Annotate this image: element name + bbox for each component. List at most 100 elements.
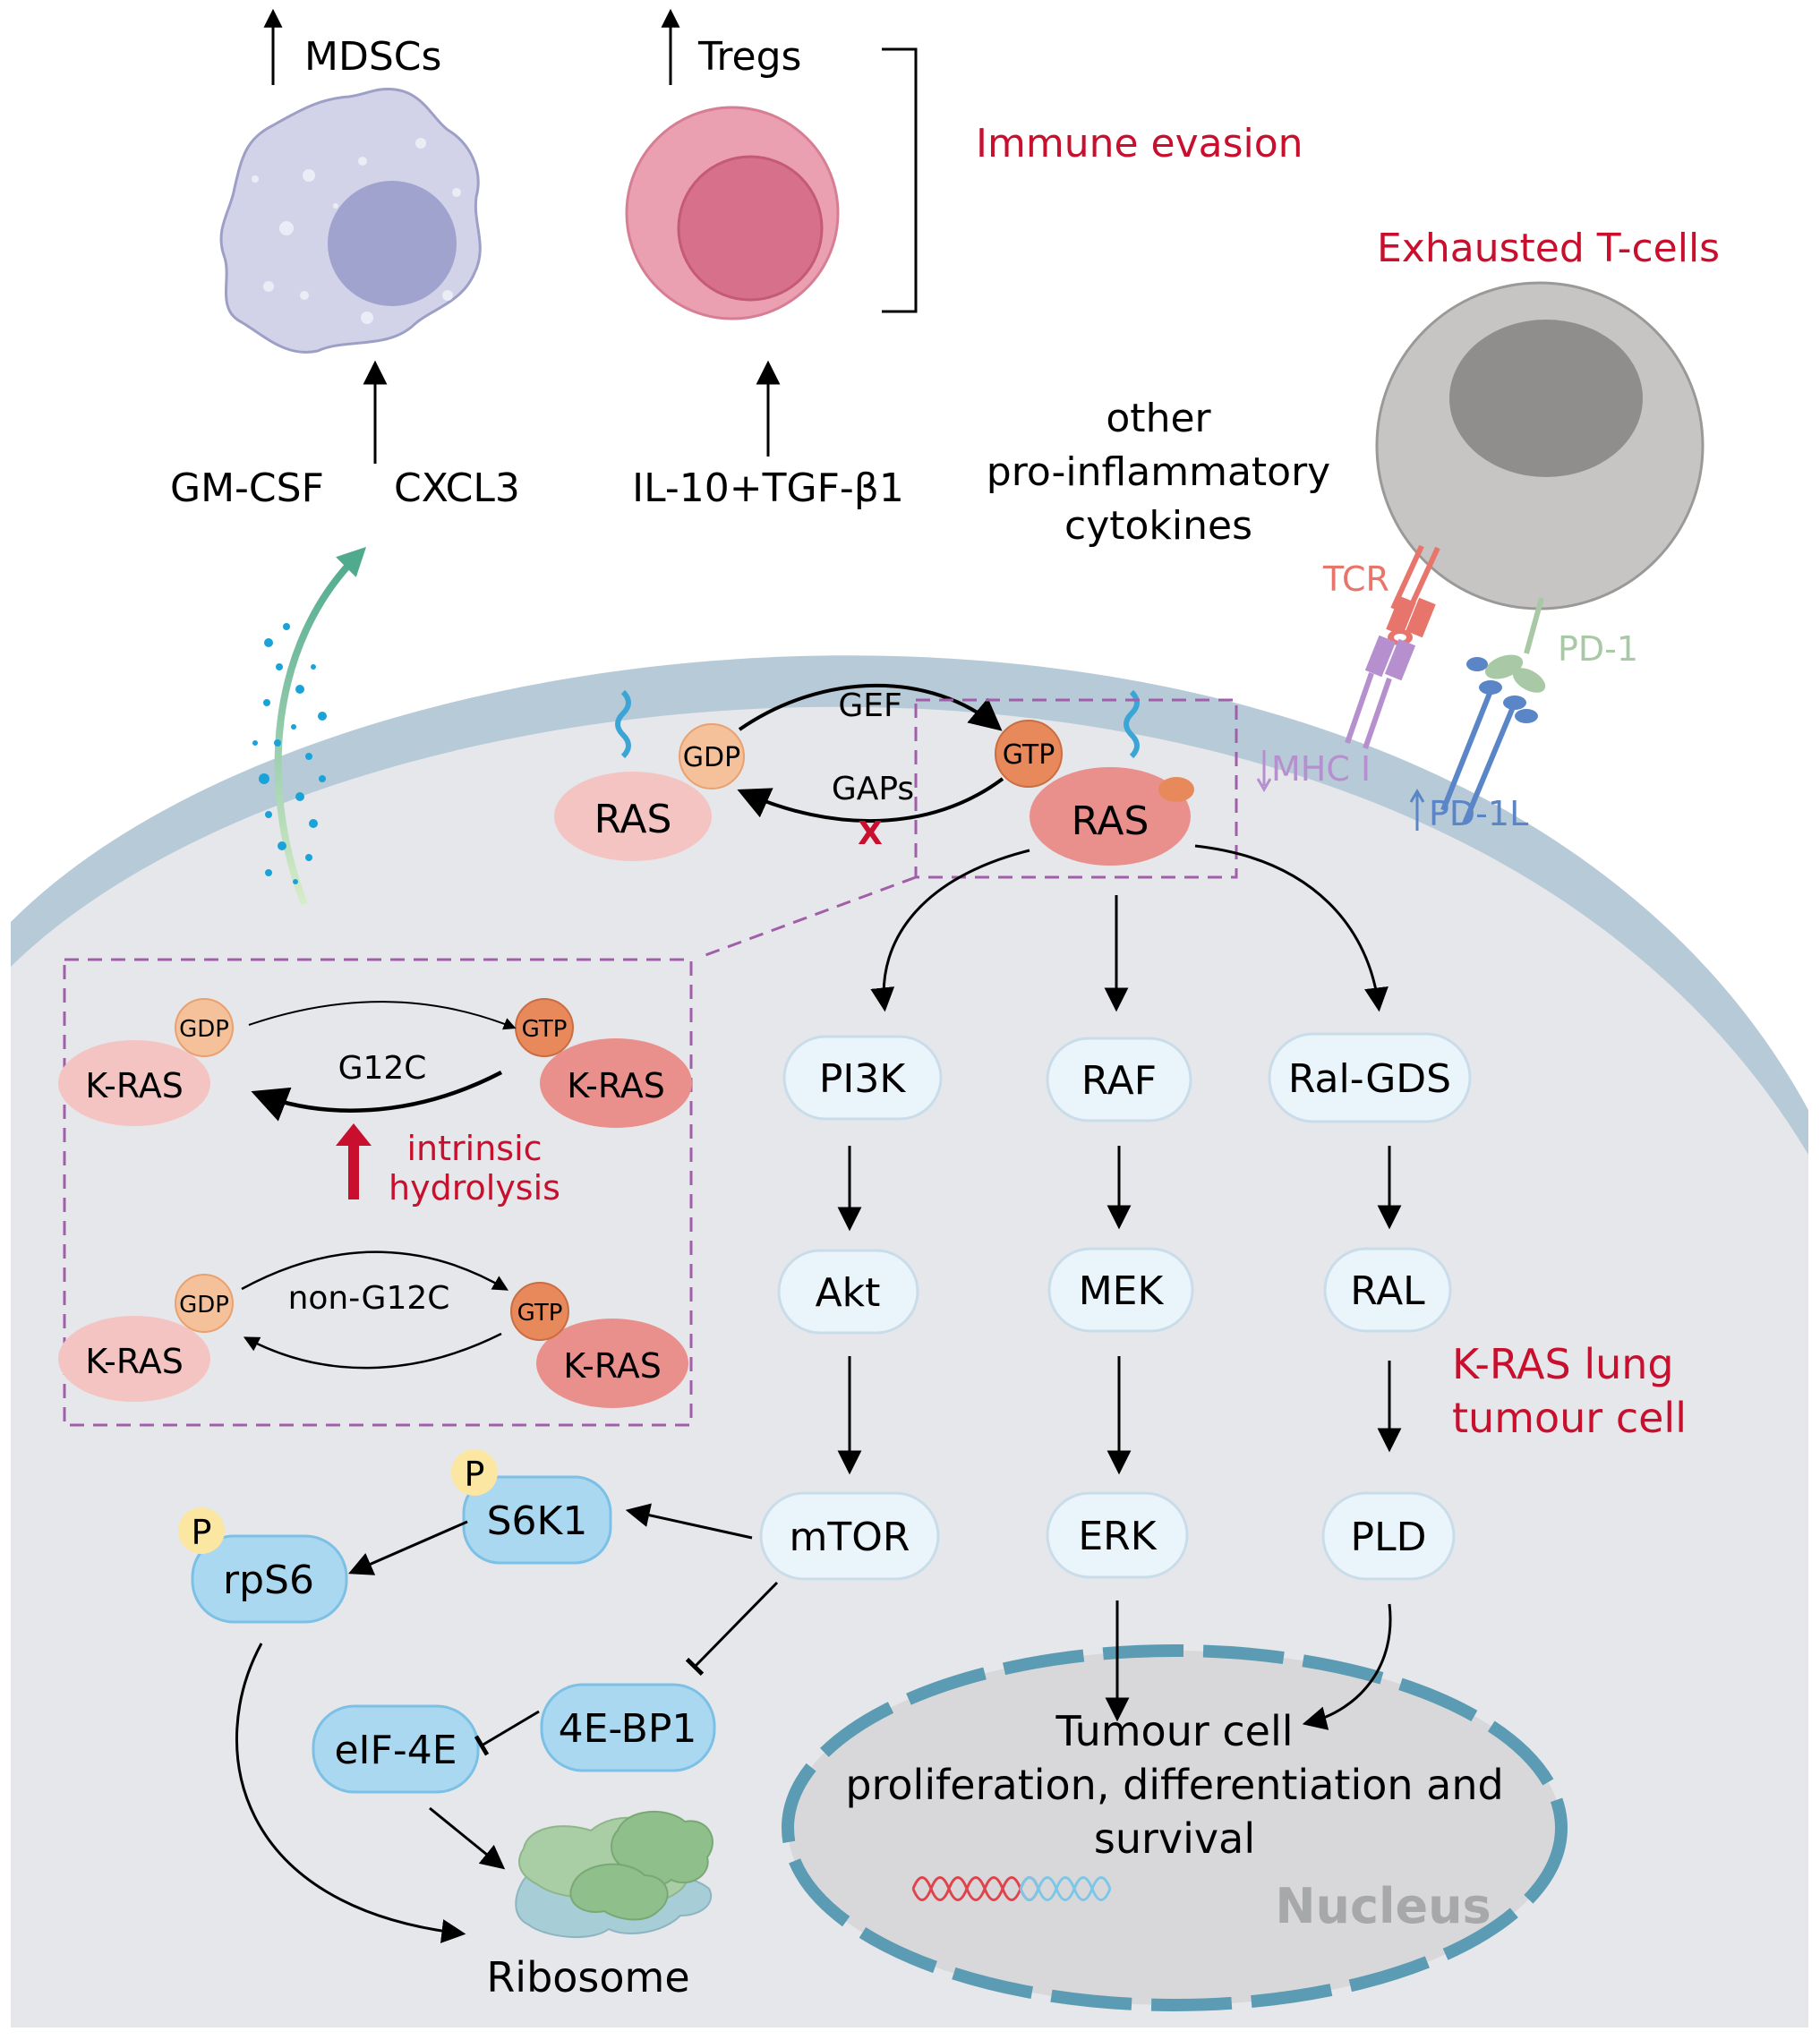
dna-helix — [911, 1876, 1112, 1901]
eif4e-to-ribosome-arrow — [429, 1806, 506, 1870]
gaps-label: GAPs — [832, 771, 914, 807]
mdsc-cell — [219, 88, 482, 354]
treg-cell — [625, 106, 840, 320]
mhc-label: MHC I — [1271, 749, 1371, 789]
svg-text:P: P — [192, 1513, 212, 1552]
mtor-inhibits-4ebp1 — [685, 1581, 779, 1677]
other-cytokines-line3: cytokines — [1064, 503, 1252, 549]
inset-kras-2: K-RAS — [567, 1066, 665, 1105]
tregs-label: Tregs — [697, 34, 801, 80]
svg-text:4E-BP1: 4E-BP1 — [559, 1706, 697, 1752]
outcome-line1: Tumour cell — [1055, 1707, 1293, 1755]
nucleus-label: Nucleus — [1275, 1878, 1491, 1934]
ras-active-label: RAS — [1072, 798, 1149, 844]
outcome-line3: survival — [1094, 1814, 1255, 1863]
svg-text:eIF-4E: eIF-4E — [334, 1728, 457, 1773]
pd1l-up-arrowhead — [1409, 789, 1425, 803]
svg-text:MEK: MEK — [1079, 1268, 1165, 1314]
gaps-arrow — [737, 777, 1004, 824]
kras-inset-box — [63, 958, 693, 1427]
raf-node: RAF — [1046, 1037, 1192, 1122]
outcome-line2: proliferation, differentiation and — [845, 1761, 1503, 1809]
inset-gtp-1: GTP — [522, 1016, 568, 1043]
ral-node: RAL — [1323, 1247, 1452, 1333]
intrinsic-line2: hydrolysis — [389, 1168, 560, 1208]
mhc-down-arrowhead — [1256, 778, 1272, 792]
exhausted-tcells-label: Exhausted T-cells — [1377, 226, 1720, 271]
pld-node: PLD — [1321, 1491, 1456, 1581]
s6k1-node: S6K1 — [462, 1475, 612, 1565]
svg-text:mTOR: mTOR — [790, 1515, 910, 1560]
pld-to-nucleus-arrow — [1302, 1603, 1392, 1730]
inset-non-g12c-label: non-G12C — [288, 1280, 450, 1317]
ribosome-shape — [515, 1810, 713, 1938]
zoom-connector — [697, 875, 917, 960]
nucleus — [782, 1644, 1568, 2011]
ribosome-label: Ribosome — [486, 1953, 689, 2002]
pd1-pdl1-complex — [1440, 597, 1546, 825]
secretion-particles — [252, 623, 327, 884]
mdscs-label: MDSCs — [304, 34, 441, 80]
gef-label: GEF — [838, 687, 901, 724]
inset-g12c-reverse-arrow — [251, 1071, 503, 1122]
ras-inactive — [554, 689, 745, 861]
gdp-label: GDP — [683, 742, 740, 773]
erk-node: ERK — [1046, 1491, 1189, 1579]
secretion-arrow — [274, 546, 367, 906]
gaps-blocked-mark: X — [858, 815, 883, 852]
il10-label: IL-10+TGF-β1 — [632, 465, 904, 511]
svg-text:rpS6: rpS6 — [223, 1558, 314, 1603]
svg-text:Ral-GDS: Ral-GDS — [1288, 1056, 1451, 1102]
svg-text:P: P — [465, 1455, 485, 1494]
ras-to-ralgds-arrow — [1194, 844, 1388, 1012]
inset-g12c-forward-arrow — [248, 1001, 517, 1030]
inset-g12c-row — [58, 998, 692, 1128]
other-cytokines-line2: pro-inflammatory — [987, 449, 1330, 495]
pd1l-label: PD-1L — [1429, 794, 1528, 833]
inset-kras-3: K-RAS — [85, 1342, 184, 1381]
svg-text:S6K1: S6K1 — [487, 1498, 588, 1544]
tcr-mhc-complex — [1345, 544, 1440, 749]
inset-non-g12c-reverse-arrow — [243, 1332, 502, 1370]
immune-evasion-label: Immune evasion — [976, 121, 1303, 166]
immune-evasion-bracket — [882, 47, 918, 313]
inset-gdp-2: GDP — [179, 1292, 229, 1319]
intrinsic-hydrolysis-arrowhead — [336, 1123, 372, 1146]
svg-text:Akt: Akt — [816, 1270, 881, 1316]
mtor-node: mTOR — [759, 1491, 940, 1581]
gef-arrow — [738, 683, 1003, 731]
4ebp1-node: 4E-BP1 — [540, 1683, 716, 1772]
s6k1-phospho: P — [451, 1449, 498, 1496]
svg-text:PLD: PLD — [1351, 1515, 1427, 1560]
gtp-label: GTP — [1003, 739, 1055, 771]
inset-kras-1: K-RAS — [85, 1066, 184, 1105]
inset-gtp-2: GTP — [517, 1300, 563, 1327]
cell-label-line1: K-RAS lung — [1452, 1340, 1674, 1388]
cxcl3-label: CXCL3 — [394, 465, 520, 511]
rps6-to-ribosome-arrow — [235, 1643, 466, 1943]
rps6-phospho: P — [178, 1507, 225, 1554]
tcr-label: TCR — [1322, 559, 1389, 599]
rps6-node: rpS6 — [191, 1534, 348, 1624]
svg-text:RAL: RAL — [1350, 1268, 1425, 1314]
ras-active — [995, 689, 1194, 866]
gmcsf-label: GM-CSF — [170, 465, 324, 511]
svg-text:ERK: ERK — [1078, 1514, 1157, 1559]
pi3k-node: PI3K — [782, 1035, 943, 1121]
mek-node: MEK — [1047, 1247, 1194, 1333]
4ebp1-inhibits-eif4e — [474, 1710, 540, 1756]
exhausted-tcell — [1375, 281, 1705, 610]
inset-g12c-label: G12C — [338, 1050, 427, 1087]
s6k1-to-rps6-arrow — [348, 1520, 468, 1575]
svg-text:RAF: RAF — [1081, 1058, 1157, 1104]
ralgds-node: Ral-GDS — [1268, 1032, 1472, 1123]
other-cytokines-line1: other — [1106, 396, 1211, 441]
svg-text:PI3K: PI3K — [819, 1056, 907, 1102]
pd1-label: PD-1 — [1558, 629, 1638, 669]
mtor-to-s6k1-arrow — [625, 1503, 753, 1540]
inset-gdp-1: GDP — [179, 1016, 229, 1043]
cell-label-line2: tumour cell — [1452, 1394, 1687, 1442]
inset-non-g12c-row — [58, 1274, 688, 1408]
